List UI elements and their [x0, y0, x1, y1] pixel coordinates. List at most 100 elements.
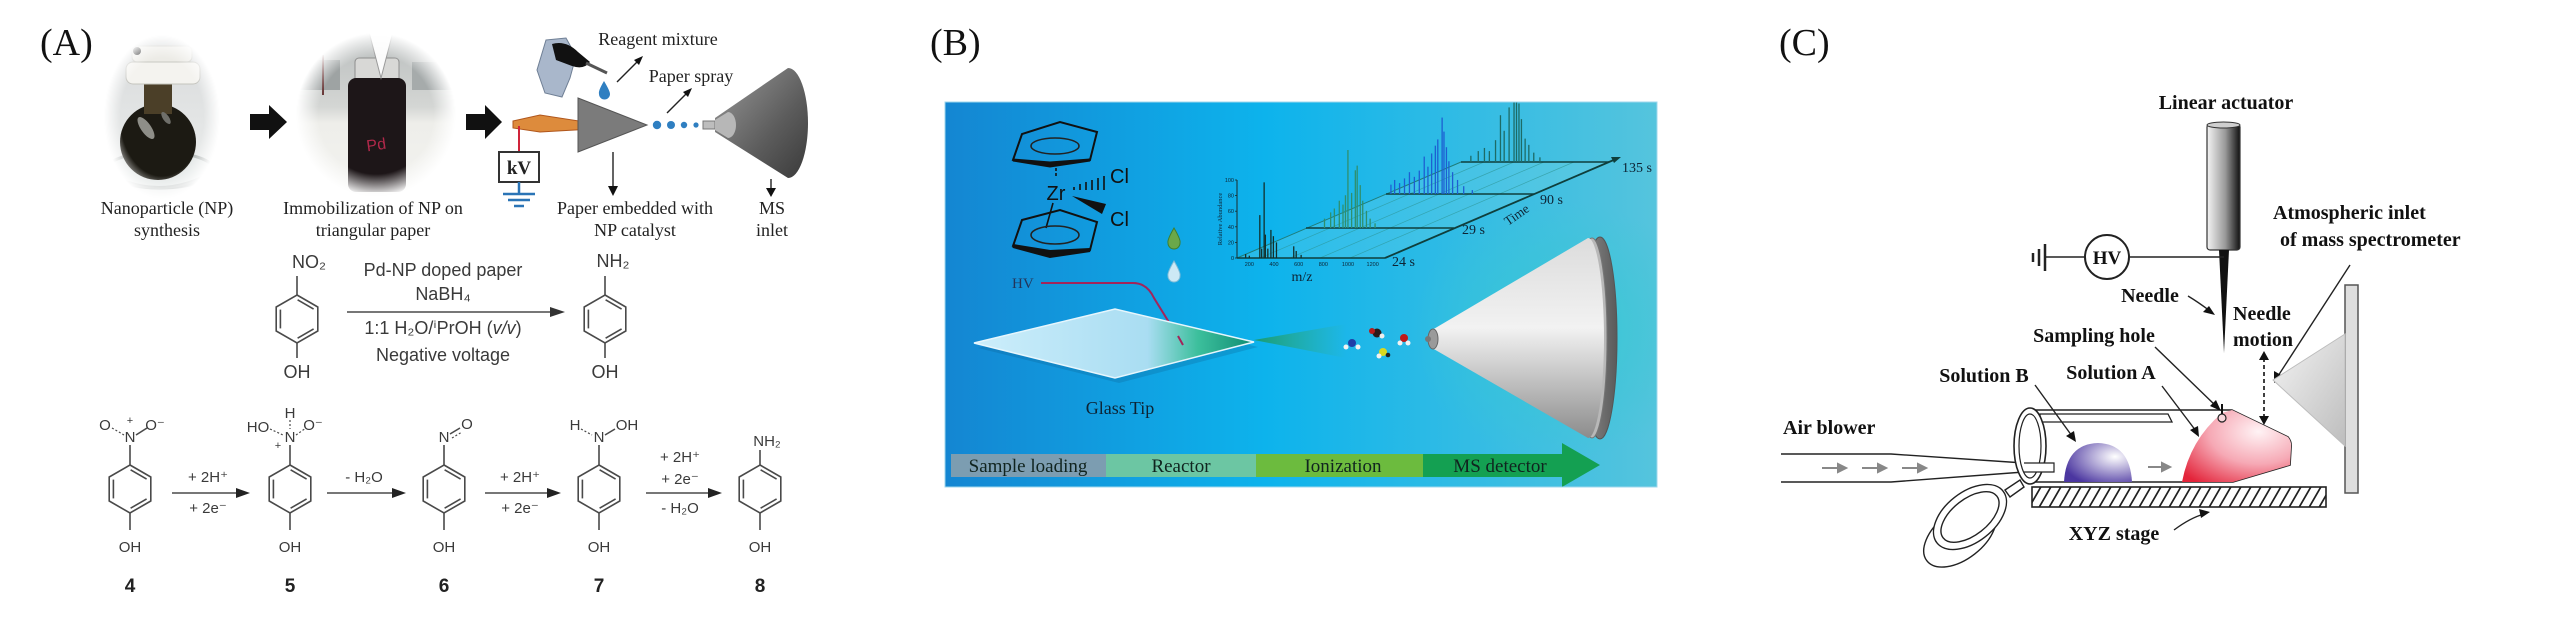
x-tick-label: 1200 [1367, 262, 1379, 268]
y-tick-label: 40 [1228, 225, 1234, 231]
solution-a-label: Solution A [2066, 362, 2156, 384]
x-tick-label: 400 [1269, 262, 1278, 268]
atom-o: O [461, 416, 473, 433]
sampling-hole [2217, 413, 2227, 423]
glass-tip-label: Glass Tip [1086, 398, 1155, 418]
inlet-label-line-2: of mass spectrometer [2280, 229, 2461, 251]
metal-center: Zr [1047, 183, 1066, 205]
hv-circuit: HV [2031, 234, 2224, 280]
charge: + [275, 440, 281, 452]
atmospheric-inlet-cone [2272, 333, 2346, 448]
mechanism-arrow-2: - H₂O [327, 469, 406, 498]
hydroxyl-group: OH [588, 539, 611, 556]
atom-h: H [570, 417, 581, 434]
charge: + [127, 415, 133, 427]
inlet-label-line-1: Atmospheric inlet [2273, 202, 2426, 224]
panel-b: (B) Zr Cl Cl [930, 22, 1658, 488]
hydroxyl-group: OH [119, 539, 142, 556]
caption-photo-1-line-2: synthesis [134, 220, 200, 240]
reagent-drop-icon [598, 81, 610, 100]
mechanism-arrow-3: + 2H⁺ + 2e⁻ [485, 469, 561, 517]
condition-voltage: Negative voltage [376, 345, 510, 365]
needle-motion-label-line-1: Needle [2233, 303, 2291, 325]
ground-icon [503, 182, 535, 208]
y-tick-label: 20 [1228, 240, 1234, 246]
step-reagent: - H₂O [661, 500, 699, 517]
needle-label: Needle [2121, 285, 2179, 307]
x-tick-label: 600 [1294, 262, 1303, 268]
hv-wire [1041, 282, 1184, 346]
triangular-paper-tip [577, 97, 649, 153]
condition-solvent: 1:1 H₂O/ⁱPrOH (v/v) [364, 318, 521, 338]
x-tick-label: 1000 [1342, 262, 1354, 268]
paper-spray-label: Paper spray [649, 66, 733, 86]
benzene-ring [583, 294, 627, 344]
paper-label-line-2: NP catalyst [594, 220, 676, 240]
needle-motion-label-line-2: motion [2233, 329, 2293, 351]
amino-group: NH₂ [753, 433, 781, 450]
panel-label-c: (C) [1779, 22, 1830, 64]
step-reagent: + 2H⁺ [500, 469, 540, 486]
ms-detector-cone [1425, 236, 1618, 440]
stage-label: Sample loading [969, 456, 1088, 477]
atom-n: N [285, 429, 296, 446]
ms-inlet-label-line-2: inlet [756, 220, 788, 240]
condition-solvent-prefix: 1:1 H₂O/ⁱPrOH ( [364, 318, 492, 338]
chloride-ligand: Cl [1110, 209, 1129, 231]
solution-b-label: Solution B [1939, 365, 2028, 387]
green-droplet-icon [1167, 227, 1181, 250]
compound-8: NH₂ OH 8 [738, 433, 782, 597]
nitro-group: NO₂ [292, 252, 326, 272]
hydroxyl-group: OH [433, 539, 456, 556]
reagent-mixture-label: Reagent mixture [598, 29, 717, 49]
x-axis-label: m/z [1292, 270, 1313, 285]
reaction-mechanism: N + O O⁻ OH 4 H N + HO O⁻ [99, 405, 782, 597]
tube-cap [1923, 479, 2025, 568]
panel-label-a: (A) [40, 22, 93, 64]
caption-photo-2-line-1: Immobilization of NP on [283, 198, 463, 218]
compound-4: N + O O⁻ OH 4 [99, 415, 165, 597]
ms-inlet-cone [702, 68, 808, 178]
y-tick-label: 80 [1228, 194, 1234, 200]
spectrum-135s [1461, 102, 1609, 163]
step-reagent: - H₂O [345, 469, 383, 486]
step-reagent: + 2e⁻ [189, 500, 227, 517]
mechanism-arrow-1: + 2H⁺ + 2e⁻ [172, 469, 250, 517]
stage-label: Ionization [1304, 456, 1382, 477]
photo-nanoparticle-synthesis [104, 35, 220, 199]
time-label: 24 s [1392, 255, 1415, 270]
y-tick-label: 60 [1228, 209, 1234, 215]
reactive-spray-illustration: Zr Cl Cl [945, 102, 1657, 487]
compound-5: H N + HO O⁻ OH 5 [247, 405, 323, 597]
power-supply-box [498, 151, 540, 183]
xyz-stage-label: XYZ stage [2069, 523, 2160, 545]
compound-7: N H OH OH 7 [570, 417, 639, 597]
air-blower-tube [1781, 453, 2055, 483]
mechanism-arrow-4: + 2H⁺ + 2e⁻ - H₂O [646, 449, 722, 517]
y-axis-label: Relative Abundance [1217, 193, 1224, 246]
time-axis [1384, 158, 1617, 259]
panel-c: (C) Linear actuator HV Needle Needle mot… [1779, 22, 2461, 568]
condition-solvent-ratio: v/v [493, 318, 517, 338]
illustration-border [944, 101, 1658, 488]
pipette-hand-icon [536, 37, 608, 98]
hydroxyl-group: OH [284, 362, 311, 382]
ion-molecules [1343, 328, 1411, 359]
condition-reductant: NaBH₄ [415, 284, 470, 304]
time-label: 29 s [1462, 223, 1485, 238]
sample-tube [2013, 404, 2292, 485]
panel-label-b: (B) [930, 22, 981, 64]
ms-inlet-label-line-1: MS [759, 198, 785, 218]
atom-o: O [99, 417, 111, 434]
hydroxyl-group: OH [592, 362, 619, 382]
hydroxyl-group: OH [749, 539, 772, 556]
hv-label: HV [2093, 248, 2122, 269]
step-reagent: + 2H⁺ [660, 449, 700, 466]
stage-ms-detector-arrow [1423, 443, 1600, 487]
compound-number: 6 [439, 576, 450, 597]
atom-h: H [285, 405, 296, 422]
needle [2219, 250, 2229, 353]
amino-group: NH₂ [597, 251, 630, 271]
linear-actuator-label: Linear actuator [2159, 92, 2294, 114]
hashed-bond [1073, 176, 1105, 190]
